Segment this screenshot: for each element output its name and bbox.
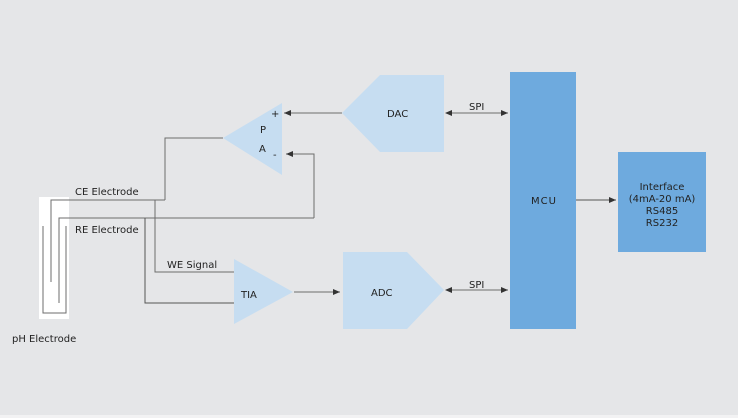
- dac-shape: [342, 75, 444, 152]
- dac-block: DAC: [342, 75, 444, 152]
- we-signal-wire: [154, 200, 234, 273]
- spi-bottom-label: SPI: [469, 280, 484, 291]
- adc-block: ADC: [343, 252, 444, 329]
- tia-label: TIA: [240, 290, 257, 301]
- re-electrode-label: RE Electrode: [75, 225, 139, 236]
- interface-line-2: (4mA-20 mA): [629, 194, 696, 205]
- ph-electrode-label: pH Electrode: [12, 334, 76, 345]
- interface-line-3: RS485: [646, 206, 678, 217]
- pa-a-label: A: [259, 144, 266, 155]
- pa-triangle: [223, 103, 282, 175]
- ce-electrode-label: CE Electrode: [75, 187, 139, 198]
- mcu-label: MCU: [531, 196, 557, 207]
- we-return-wire: [144, 218, 234, 304]
- pa-minus-label: -: [273, 150, 277, 161]
- adc-label: ADC: [371, 288, 393, 299]
- pa-plus-label: +: [271, 109, 279, 120]
- dac-label: DAC: [387, 109, 408, 120]
- electrode-outer-probe: [42, 226, 67, 314]
- interface-rect: [618, 152, 706, 252]
- pa-p-label: P: [260, 125, 266, 136]
- bottom-border: [0, 415, 738, 418]
- re-to-pa-minus-wire: [286, 151, 315, 218]
- interface-block: Interface (4mA-20 mA) RS485 RS232: [618, 152, 706, 252]
- mcu-block: MCU: [510, 72, 576, 329]
- spi-top-label: SPI: [469, 102, 484, 113]
- electrode-body: [39, 197, 69, 319]
- ph-electrode: pH Electrode: [12, 197, 314, 345]
- ce-to-pa-output-wire: [164, 137, 223, 200]
- tia-triangle: [234, 259, 293, 324]
- interface-line-4: RS232: [646, 218, 678, 229]
- adc-shape: [343, 252, 444, 329]
- re-electrode-lead: [58, 217, 314, 303]
- tia-amplifier: TIA: [234, 259, 293, 324]
- we-signal-label: WE Signal: [167, 260, 217, 271]
- pa-amplifier: + - P A: [223, 103, 282, 175]
- mcu-rect: [510, 72, 576, 329]
- interface-line-1: Interface: [640, 182, 685, 193]
- ce-electrode-lead: [50, 199, 165, 282]
